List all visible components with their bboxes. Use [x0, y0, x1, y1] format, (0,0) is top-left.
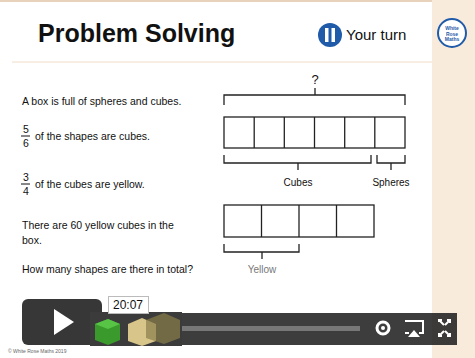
fraction-denominator: 6 — [22, 137, 30, 150]
fraction-denominator: 4 — [22, 185, 30, 198]
slide-title: Problem Solving — [38, 18, 235, 49]
bar-label: Yellow — [232, 264, 292, 277]
problem-question: How many shapes are there in total? — [22, 262, 194, 277]
logo-text: White Rose Maths — [439, 26, 465, 43]
problem-text: of the shapes are cubes. — [35, 130, 215, 143]
problem-text: of the cubes are yellow. — [35, 178, 215, 191]
time-tooltip: 20:07 — [108, 296, 149, 314]
problem-text: There are 60 yellow cubes in the box. — [22, 218, 194, 248]
copyright-note: © White Rose Maths 2019 — [8, 348, 66, 354]
bar-label: Cubes — [268, 177, 328, 190]
your-turn-label: Your turn — [346, 26, 406, 45]
fraction-numerator: 5 — [22, 123, 30, 136]
tooltip-text: 20:07 — [113, 298, 144, 312]
fraction-numerator: 3 — [22, 171, 30, 184]
bar-label: Spheres — [359, 177, 423, 190]
unknown-mark: ? — [305, 72, 325, 88]
problem-text: A box is full of spheres and cubes. — [22, 95, 222, 108]
